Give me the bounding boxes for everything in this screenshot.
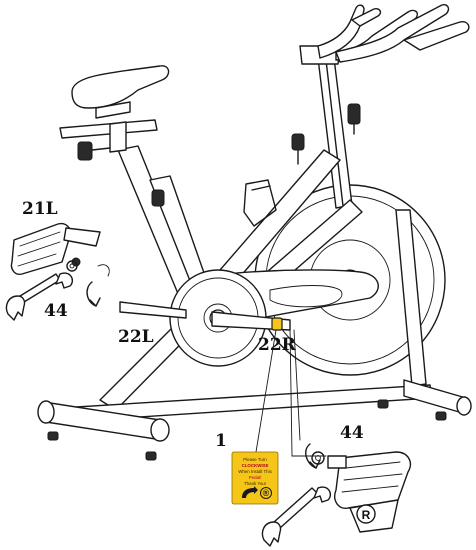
pedal-left (10, 222, 101, 276)
sticker-line2: CLOCKWISE (242, 463, 269, 468)
tension-knob (291, 133, 305, 165)
clockwise-arrow-icon (242, 486, 258, 498)
callout-21l: 21L (22, 199, 58, 219)
front-stabilizer (377, 379, 472, 421)
callout-44-left: 44 (44, 301, 68, 321)
pedal-right: R (327, 451, 412, 533)
sticker-line5: Thank You! (244, 481, 266, 486)
sticker-badge: ® (263, 488, 270, 498)
washer-right (311, 451, 325, 465)
rotation-arrow-left (86, 264, 110, 307)
callout-22r: 22R (258, 335, 297, 355)
handlebars (317, 4, 470, 63)
bottle-holder (243, 179, 277, 227)
resistance-knob (347, 103, 361, 135)
crank-arm-left (119, 301, 187, 319)
callout-1: 1 (215, 431, 227, 451)
callout-22l: 22L (118, 327, 154, 347)
wrench-left (5, 272, 74, 321)
right-pedal-badge: R (362, 508, 371, 522)
rotation-arrow-right (305, 443, 321, 469)
rear-stabilizer (37, 400, 170, 461)
callout-44-right: 44 (340, 423, 364, 443)
pedal-warning-sticker: Please Turn CLOCKWISE When Install This … (231, 451, 279, 505)
sticker-line1: Please Turn (243, 457, 267, 462)
sticker-line4: Pedal! (249, 475, 261, 480)
wrench-right (261, 486, 332, 547)
leader-lines (255, 327, 327, 457)
sticker-line3: When Install This (238, 469, 272, 474)
seat-assembly (59, 65, 170, 207)
washer-left (66, 260, 78, 272)
